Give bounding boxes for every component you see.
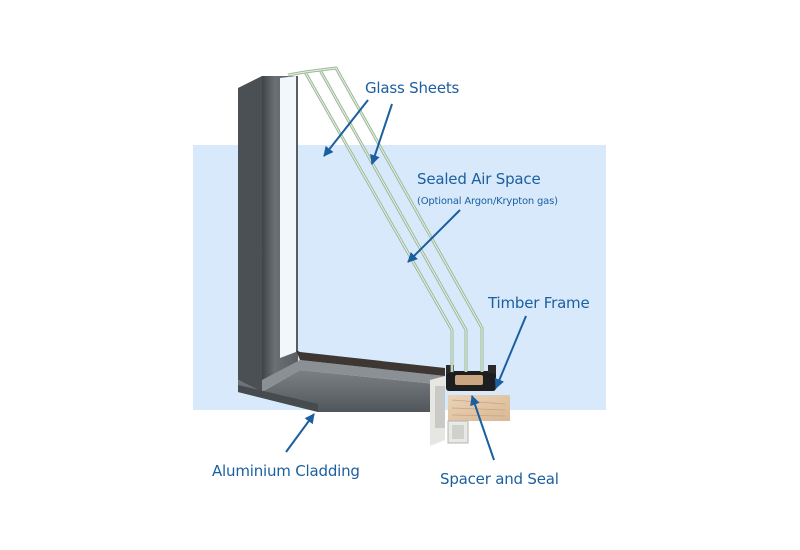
frame-profile-section — [430, 365, 510, 446]
arrow-spacer-and-seal — [470, 395, 495, 461]
sealed-air-space-note: (Optional Argon/Krypton gas) — [417, 196, 558, 207]
pointer-arrows — [285, 99, 527, 461]
arrow-glass-sheets-left — [323, 99, 369, 157]
spacer-and-seal-label: Spacer and Seal — [440, 470, 559, 488]
arrow-glass-sheets-right — [370, 103, 393, 165]
aluminium-cladding-label: Aluminium Cladding — [212, 462, 360, 480]
arrow-sealed-air-space — [407, 209, 461, 263]
glass-sheets-shape — [280, 66, 484, 372]
arrow-timber-frame — [494, 315, 527, 389]
arrow-aluminium-cladding — [285, 413, 315, 453]
sealed-air-space-label: Sealed Air Space — [417, 170, 541, 188]
timber-frame-label: Timber Frame — [488, 294, 590, 312]
glass-sheets-label: Glass Sheets — [365, 79, 460, 97]
